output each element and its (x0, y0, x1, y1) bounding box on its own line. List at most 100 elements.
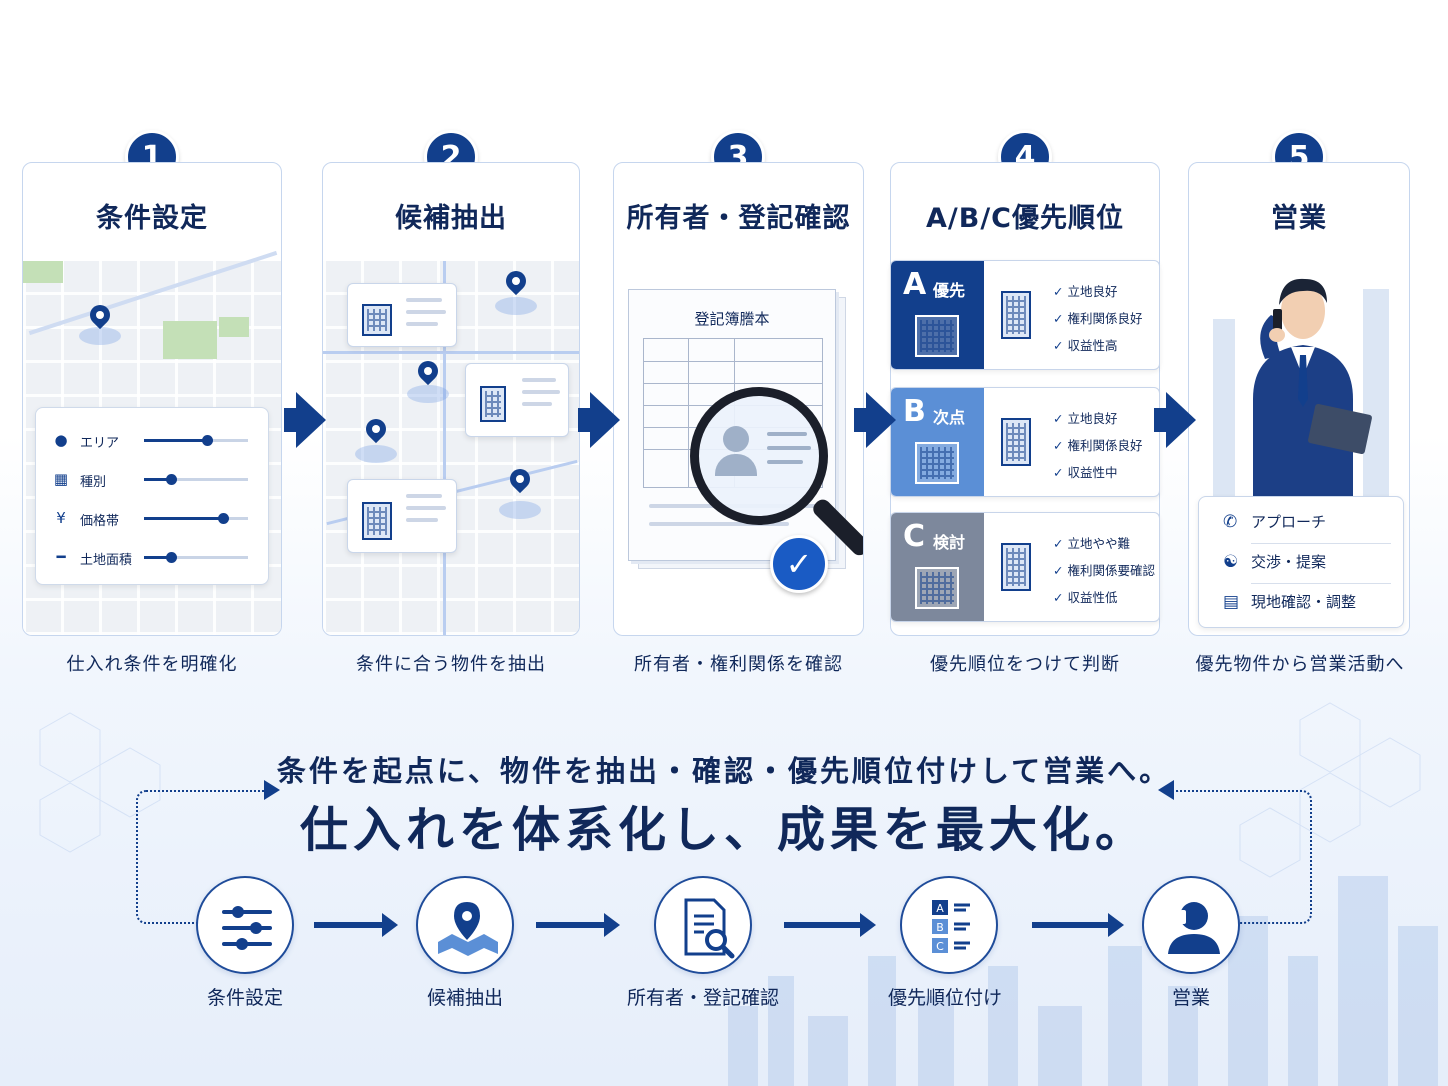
cycle-extract-circle[interactable] (416, 876, 514, 974)
step-caption-3: 所有者・権利関係を確認 (634, 654, 843, 675)
cycle-registry-circle[interactable] (654, 876, 752, 974)
cycle-priority-circle[interactable]: A B C (900, 876, 998, 974)
document-search-icon (684, 898, 735, 959)
checkmark-icon: ✓ (1053, 590, 1064, 605)
priority-criterion: ✓立地やや難 (1053, 536, 1130, 551)
priority-criterion: ✓権利関係要確認 (1053, 563, 1155, 578)
cycle-arrow (314, 913, 398, 937)
building-icon (915, 567, 959, 609)
slider-knob (218, 513, 229, 524)
price-slider[interactable] (144, 513, 248, 524)
cycle-arrow (536, 913, 620, 937)
sales-action-site-check[interactable]: ▤現地確認・調整 (1223, 592, 1357, 612)
sales-action-approach[interactable]: ✆アプローチ (1223, 512, 1327, 532)
loop-arrowhead-right (1158, 780, 1174, 800)
building-icon (1001, 291, 1031, 339)
city-skyline (728, 876, 1438, 1086)
checkmark-icon: ✓ (1053, 536, 1064, 551)
property-card[interactable] (347, 479, 457, 553)
slider-fill (144, 439, 207, 442)
step-caption-1: 仕入れ条件を明確化 (66, 654, 238, 675)
building-icon (480, 386, 506, 422)
slider-fill (144, 517, 222, 520)
step-arrow (854, 392, 896, 448)
property-card[interactable] (465, 363, 569, 437)
step-caption-2: 条件に合う物件を抽出 (356, 654, 546, 675)
yen-icon: ¥ (56, 509, 66, 527)
step-card-registry: 登記簿謄本 ✓ (613, 162, 864, 636)
loop-line-right (1176, 790, 1312, 924)
step-card-extract (322, 162, 580, 636)
svg-text:B: B (936, 921, 944, 934)
svg-text:A: A (936, 902, 944, 915)
area-slider[interactable] (144, 435, 248, 446)
step-card-condition: ● エリア ▦ 種別 ¥ 価格帯 ━ 土地面積 (22, 162, 282, 636)
land-slider[interactable] (144, 552, 248, 563)
cycle-arrow (1032, 913, 1124, 937)
priority-criterion: ✓立地良好 (1053, 411, 1118, 426)
priority-criterion: ✓権利関係良好 (1053, 311, 1143, 326)
priority-word: 検討 (933, 533, 966, 552)
loop-arrowhead-left (264, 780, 280, 800)
priority-letter: A (903, 267, 927, 302)
checkmark-icon: ✓ (1053, 311, 1064, 326)
step-caption-5: 優先物件から営業活動へ (1195, 654, 1405, 675)
step-arrow (1154, 392, 1196, 448)
property-card[interactable] (347, 283, 457, 347)
slider-knob (166, 474, 177, 485)
filter-panel: ● エリア ▦ 種別 ¥ 価格帯 ━ 土地面積 (35, 407, 269, 585)
priority-criterion: ✓権利関係良好 (1053, 438, 1143, 453)
cycle-label-registry: 所有者・登記確認 (626, 987, 779, 1009)
priority-word: 優先 (933, 281, 966, 300)
cycle-arrow (784, 913, 876, 937)
cycle-condition-circle[interactable] (196, 876, 294, 974)
priority-letter: B (903, 394, 926, 429)
building-icon (915, 315, 959, 357)
salesperson-illustration (1213, 278, 1389, 499)
salesperson-icon (1168, 902, 1220, 954)
magnifying-glass-icon (690, 387, 828, 525)
cycle-label-sales: 営業 (1171, 987, 1210, 1009)
hexagon-pattern (39, 702, 1421, 878)
headline-subtitle: 条件を起点に、物件を抽出・確認・優先順位付けして営業へ。 (276, 754, 1172, 788)
cycle-label-extract: 候補抽出 (426, 987, 503, 1009)
step-arrow (284, 392, 326, 448)
cycle-sales-circle[interactable] (1142, 876, 1240, 974)
building-icon (1001, 543, 1031, 591)
building-icon: ▦ (53, 470, 69, 488)
phone-icon: ✆ (1223, 512, 1238, 532)
checkmark-icon: ✓ (1053, 338, 1064, 353)
step-caption-4: 優先順位をつけて判断 (930, 654, 1120, 675)
sales-action-negotiate[interactable]: ☯交渉・提案 (1223, 552, 1327, 572)
priority-criterion: ✓収益性低 (1053, 590, 1118, 605)
slider-knob (202, 435, 213, 446)
step-title-3: 所有者・登記確認 (626, 203, 851, 234)
checkmark-icon: ✓ (1053, 411, 1064, 426)
step-title-2: 候補抽出 (395, 203, 507, 234)
priority-criterion: ✓収益性高 (1053, 338, 1118, 353)
building-icon (362, 502, 392, 540)
headline-main: 仕入れを体系化し、成果を最大化。 (299, 802, 1148, 858)
checkmark-icon: ✓ (1053, 563, 1064, 578)
map-pin-icon: ● (54, 431, 68, 449)
priority-row-a[interactable]: A 優先 ✓立地良好 ✓権利関係良好 ✓収益性高 (890, 260, 1160, 370)
step-title-5: 営業 (1271, 203, 1327, 234)
handshake-icon: ☯ (1223, 552, 1239, 572)
step-title-4: A/B/C優先順位 (925, 203, 1124, 234)
priority-word: 次点 (933, 408, 966, 427)
priority-letter: C (903, 519, 926, 554)
map-pin-icon (438, 902, 498, 956)
abc-list-icon: A B C (932, 900, 970, 953)
step-title-1: 条件設定 (96, 203, 208, 234)
building-icon (915, 442, 959, 484)
priority-row-c[interactable]: C 検討 ✓立地やや難 ✓権利関係要確認 ✓収益性低 (890, 512, 1160, 622)
building-icon (362, 304, 392, 336)
slider-fill (144, 556, 170, 559)
checkmark-icon: ✓ (1053, 284, 1064, 299)
priority-criterion: ✓収益性中 (1053, 465, 1118, 480)
checkmark-icon: ✓ (1053, 438, 1064, 453)
sliders-icon (222, 906, 272, 950)
type-slider[interactable] (144, 474, 248, 485)
priority-row-b[interactable]: B 次点 ✓立地良好 ✓権利関係良好 ✓収益性中 (890, 387, 1160, 497)
checkmark-icon: ✓ (770, 535, 828, 593)
